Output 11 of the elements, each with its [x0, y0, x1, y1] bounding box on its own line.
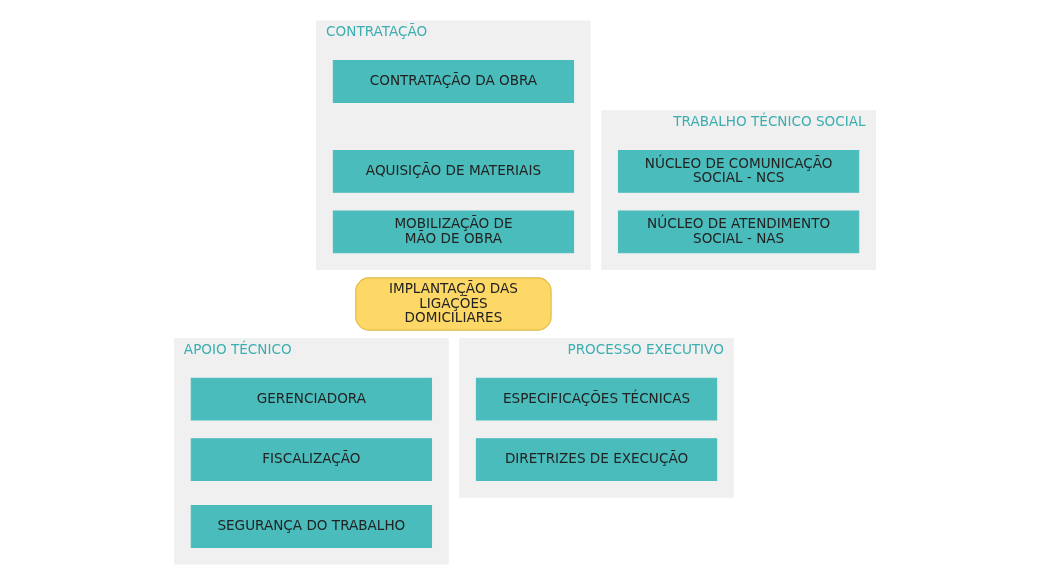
node-box: SEGURANÇA DO TRABALHO — [190, 505, 432, 548]
node-box: CONTRATAÇÃO DA OBRA — [332, 60, 574, 103]
node-box: ESPECIFICAÇÕES TÉCNICAS — [475, 377, 717, 421]
node-box: AQUISIÇÃO DE MATERIAIS — [332, 149, 574, 193]
node-box: NÚCLEO DE ATENDIMENTO SOCIAL - NAS — [617, 210, 859, 254]
node-box: MOBILIZAÇÃO DE MÃO DE OBRA — [332, 210, 574, 254]
node-box: DIRETRIZES DE EXECUÇÃO — [475, 438, 717, 482]
node-box: GERENCIADORA — [190, 377, 432, 421]
node-box: NÚCLEO DE COMUNICAÇÃO SOCIAL - NCS — [617, 149, 859, 193]
node-box: IMPLANTAÇÃO DAS LIGAÇÕES DOMICILIARES — [354, 277, 552, 331]
node-box: FISCALIZAÇÃO — [190, 438, 432, 482]
